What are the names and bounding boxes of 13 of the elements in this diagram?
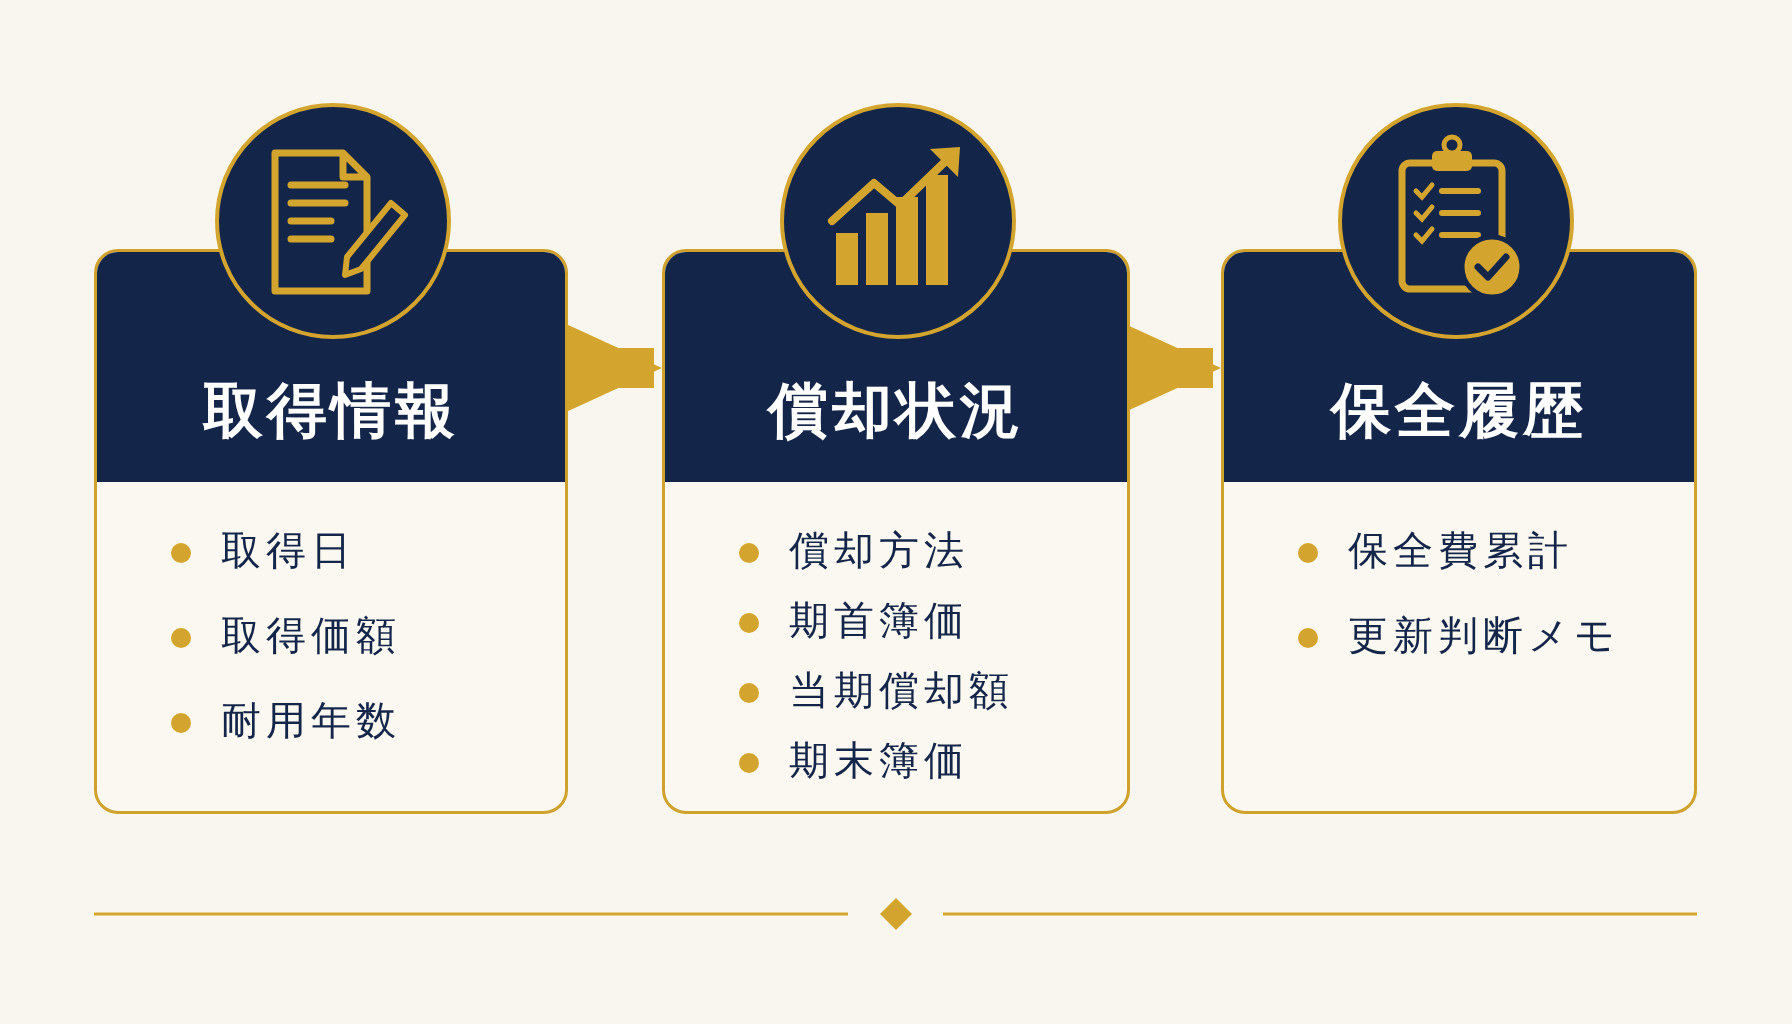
- bullet-item: 期末簿価: [739, 740, 1014, 780]
- bullet-item: 更新判断メモ: [1298, 615, 1620, 655]
- bullet-item: 耐用年数: [171, 700, 401, 740]
- process-card: [94, 249, 568, 814]
- bullet-item: 当期償却額: [739, 670, 1014, 710]
- bullet-item: 取得日: [171, 530, 401, 570]
- process-card: [1221, 249, 1697, 814]
- process-card: [662, 249, 1130, 814]
- bullet-item: 保全費累計: [1298, 530, 1620, 570]
- bullet-item: 償却方法: [739, 530, 1014, 570]
- bullet-item: 期首簿価: [739, 600, 1014, 640]
- arrow: [566, 324, 662, 412]
- bullet-item: 取得価額: [171, 615, 401, 655]
